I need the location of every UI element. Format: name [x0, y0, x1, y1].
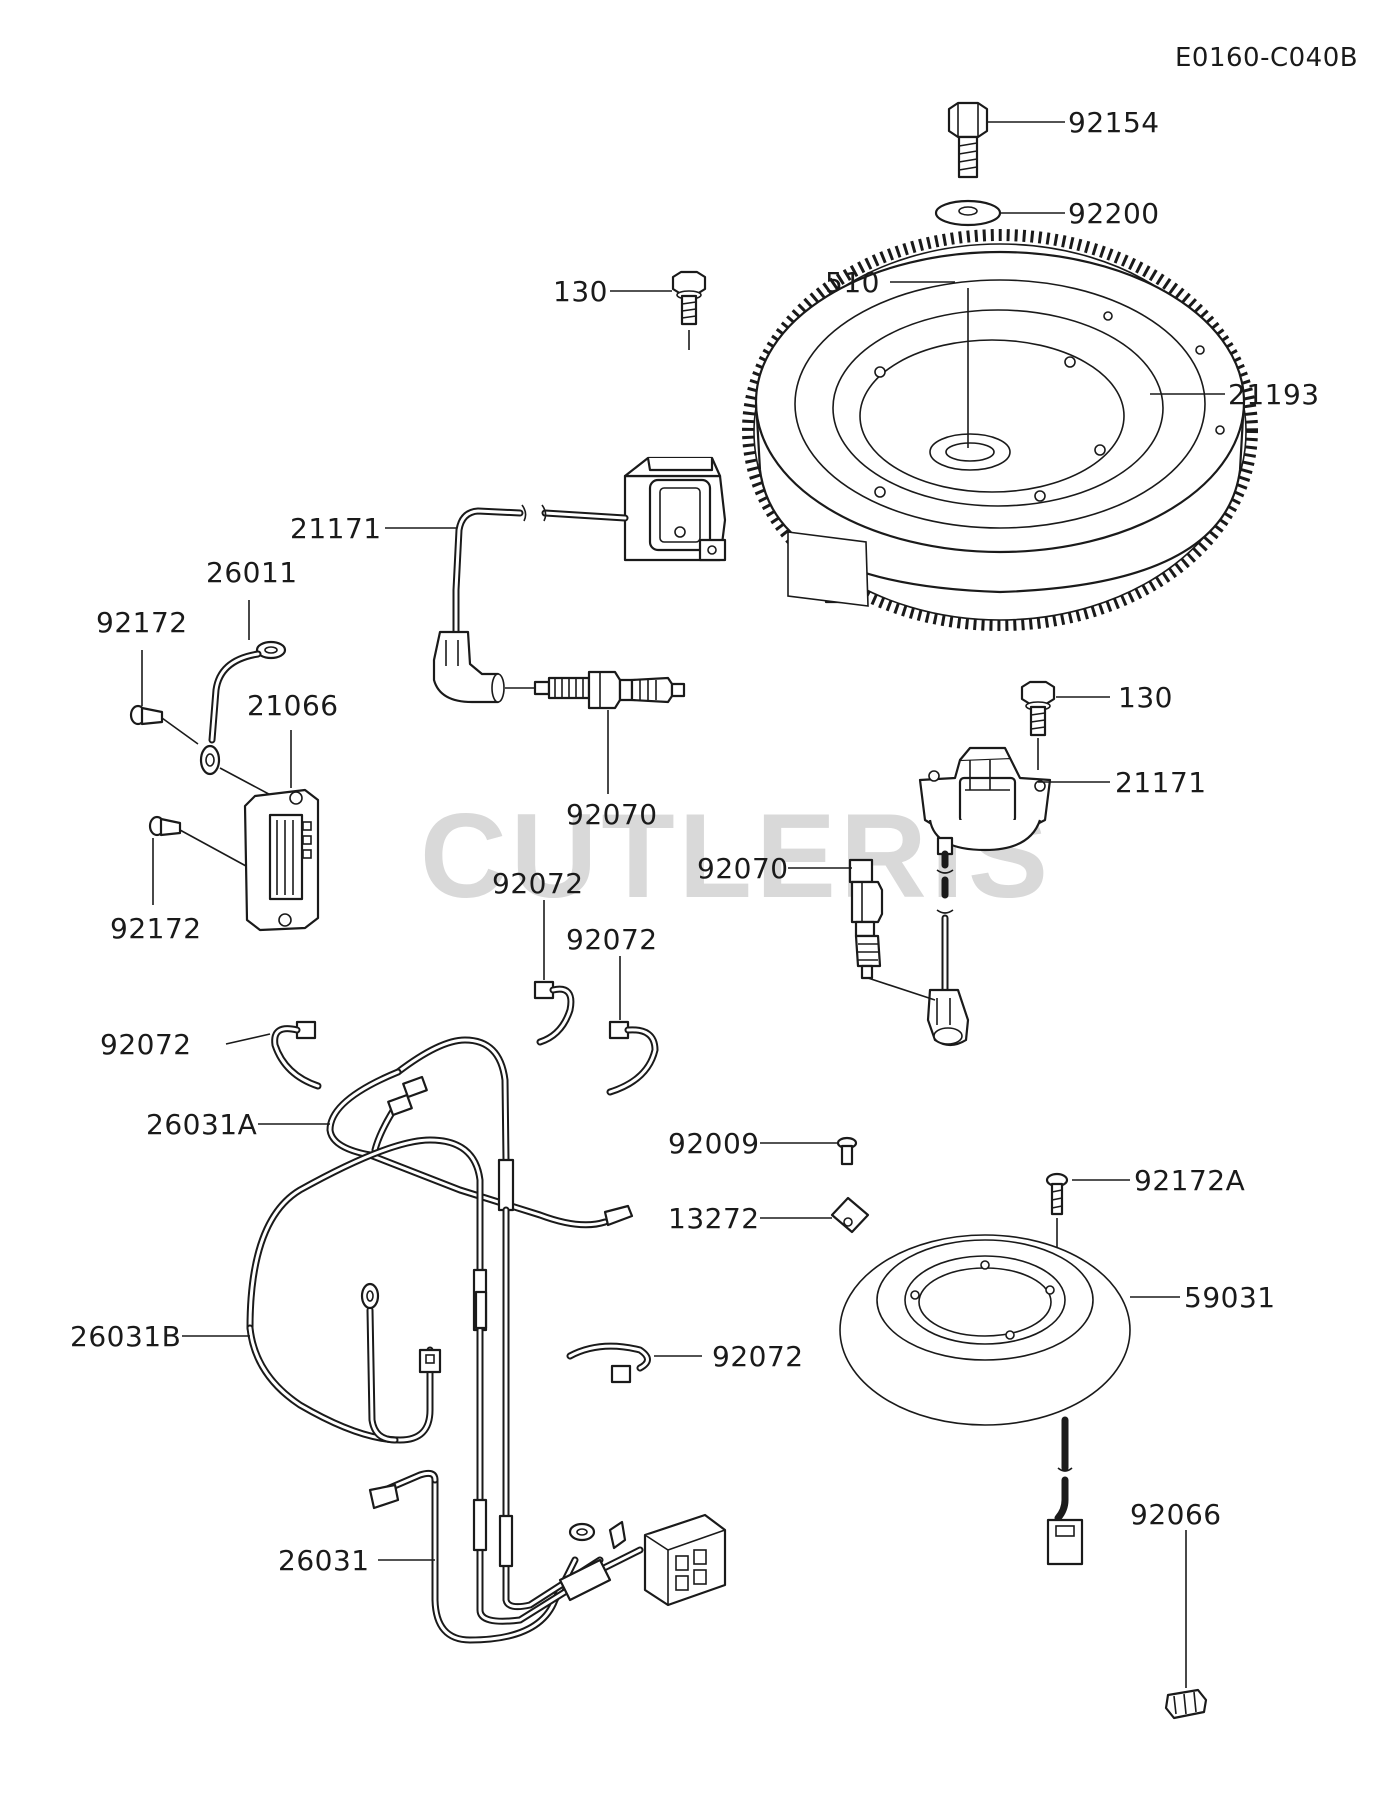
label-26031B: 26031B: [70, 1320, 181, 1353]
label-21066: 21066: [247, 689, 339, 722]
label-92009: 92009: [668, 1127, 760, 1160]
plate-13272: [830, 1196, 870, 1234]
spark-plug-92070-top: [505, 670, 686, 710]
label-92066: 92066: [1130, 1498, 1222, 1531]
ignition-coil-21171-right: [918, 746, 1052, 856]
label-21171-right: 21171: [1115, 766, 1207, 799]
label-26031A: 26031A: [146, 1108, 257, 1141]
cable-tie-92072-bottom: [566, 1342, 651, 1384]
label-92072-b: 92072: [566, 923, 658, 956]
label-130-top: 130: [553, 275, 608, 308]
nut-92066: [1164, 1688, 1208, 1720]
label-130-right: 130: [1118, 681, 1173, 714]
label-13272: 13272: [668, 1202, 760, 1235]
cable-tie-92072-top: [533, 980, 575, 1046]
screw-92009: [836, 1136, 858, 1166]
stator-lead: [1046, 1416, 1084, 1566]
label-26011: 26011: [206, 556, 298, 589]
bolt-92154: [947, 101, 989, 179]
flywheel-21193: [742, 229, 1258, 631]
screw-92172-top: [129, 704, 164, 726]
spark-plug-lead-top: [432, 504, 629, 704]
spark-plug-lead-right: [926, 850, 970, 1047]
screw-92172A: [1045, 1172, 1069, 1216]
label-92070-top: 92070: [566, 798, 658, 831]
screw-92172-bottom: [148, 815, 182, 837]
label-92172-top: 92172: [96, 606, 188, 639]
regulator-21066: [243, 788, 320, 932]
label-510: 510: [825, 266, 880, 299]
spark-plug-92070-right: [848, 858, 936, 1001]
label-21193: 21193: [1228, 378, 1320, 411]
label-26031: 26031: [278, 1544, 370, 1577]
label-92072-c: 92072: [100, 1028, 192, 1061]
label-21171-top: 21171: [290, 512, 382, 545]
cable-tie-92072-left: [271, 1020, 322, 1090]
label-92154: 92154: [1068, 106, 1160, 139]
diagram-code: E0160-C040B: [1175, 43, 1358, 73]
harness-26031A: [326, 1036, 634, 1229]
ground-lead-26011: [199, 640, 287, 776]
stator-59031: [839, 1234, 1131, 1426]
label-92072-d: 92072: [712, 1340, 804, 1373]
cable-tie-92072-mid: [606, 1020, 659, 1096]
bolt-130-right: [1020, 680, 1056, 737]
label-92070-right: 92070: [697, 852, 789, 885]
label-92072-a: 92072: [492, 867, 584, 900]
ignition-coil-21171-top: [623, 456, 727, 562]
harness-26031: [368, 1206, 727, 1644]
label-92172A: 92172A: [1134, 1164, 1245, 1197]
label-59031: 59031: [1184, 1281, 1276, 1314]
label-92200: 92200: [1068, 197, 1160, 230]
washer-92200: [934, 199, 1002, 227]
harness-26031B: [246, 1136, 488, 1444]
bolt-130-top: [671, 270, 707, 326]
label-92172-bottom: 92172: [110, 912, 202, 945]
